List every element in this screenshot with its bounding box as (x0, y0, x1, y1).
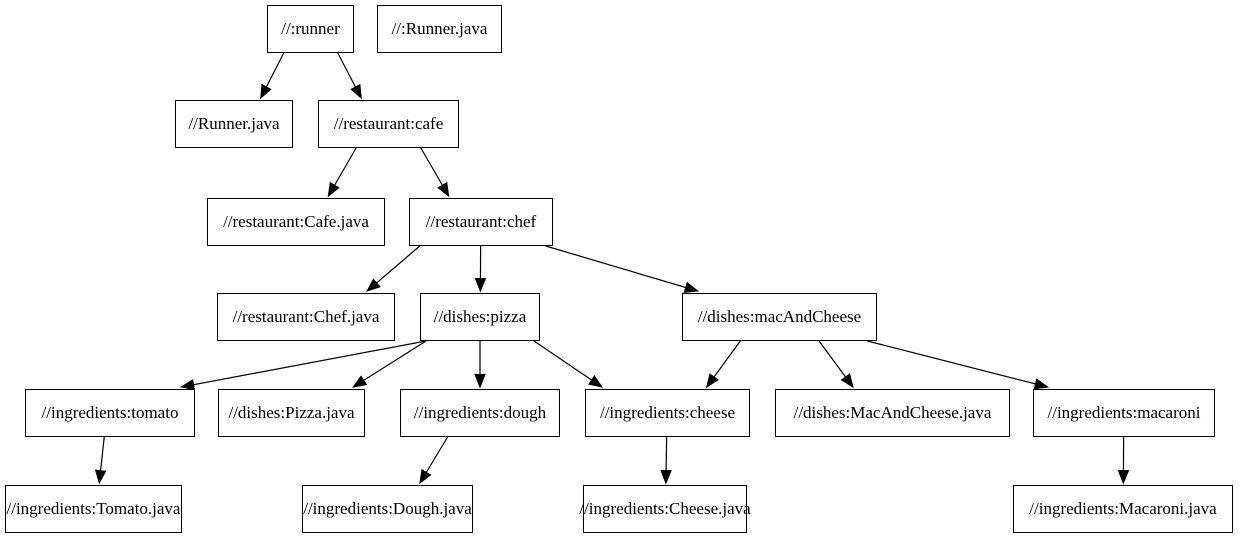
node-dough-java: //ingredients:Dough.java (302, 485, 473, 533)
node-label: //dishes:MacAndCheese.java (793, 403, 992, 422)
node-label: //restaurant:Chef.java (232, 307, 380, 326)
node-label: //dishes:pizza (433, 307, 527, 326)
node-mac-and-cheese: //dishes:macAndCheese (682, 293, 877, 341)
node-label: //ingredients:tomato (41, 403, 179, 422)
node-chef-java: //restaurant:Chef.java (217, 293, 395, 341)
edge-runner-to-runner-java-file (260, 52, 285, 100)
node-cheese: //ingredients:cheese (585, 389, 750, 437)
node-cafe: //restaurant:cafe (318, 100, 459, 148)
node-runner-java-root: //:Runner.java (377, 5, 502, 53)
node-label: //dishes:Pizza.java (228, 403, 355, 422)
edge-dough-to-dough-java (419, 436, 449, 485)
edge-pizza-to-pizza-java (352, 340, 427, 388)
node-label: //ingredients:Cheese.java (579, 499, 751, 518)
node-label: //dishes:macAndCheese (697, 307, 862, 326)
node-pizza: //dishes:pizza (420, 293, 540, 341)
node-label: //ingredients:dough (413, 403, 547, 422)
edge-runner-to-cafe (337, 52, 362, 100)
edge-group (94, 52, 1130, 485)
edge-tomato-to-tomato-java (94, 436, 107, 485)
edge-mac-and-cheese-to-cheese (705, 340, 741, 389)
node-mac-and-cheese-java: //dishes:MacAndCheese.java (775, 389, 1010, 437)
node-label: //ingredients:Macaroni.java (1029, 499, 1217, 518)
node-cheese-java: //ingredients:Cheese.java (579, 485, 751, 533)
edge-pizza-to-tomato (179, 340, 427, 391)
node-label: //restaurant:Cafe.java (223, 212, 369, 231)
edge-chef-to-chef-java (366, 245, 421, 292)
node-label: //ingredients:macaroni (1047, 403, 1201, 422)
edge-cheese-to-cheese-java (660, 436, 672, 485)
node-tomato-java: //ingredients:Tomato.java (5, 485, 182, 533)
node-label: //Runner.java (188, 114, 280, 133)
node-macaroni-java: //ingredients:Macaroni.java (1013, 485, 1233, 533)
edge-mac-and-cheese-to-macaroni (867, 340, 1049, 390)
node-chef: //restaurant:chef (409, 198, 553, 246)
node-label: //restaurant:chef (425, 212, 537, 231)
node-pizza-java: //dishes:Pizza.java (218, 389, 365, 437)
node-runner: //:runner (267, 5, 354, 53)
node-label: //ingredients:Tomato.java (6, 499, 181, 518)
edge-chef-to-mac-and-cheese (545, 245, 699, 293)
edge-pizza-to-cheese (533, 340, 604, 388)
node-label: //ingredients:Dough.java (303, 499, 472, 518)
node-label: //ingredients:cheese (599, 403, 735, 422)
edge-mac-and-cheese-to-mac-and-cheese-java (818, 340, 854, 389)
edge-cafe-to-chef (420, 147, 450, 198)
node-macaroni: //ingredients:macaroni (1033, 389, 1215, 437)
node-label: //:runner (281, 19, 340, 38)
node-runner-java-file: //Runner.java (175, 100, 293, 148)
node-label: //restaurant:cafe (333, 114, 444, 133)
node-tomato: //ingredients:tomato (25, 389, 195, 437)
node-cafe-java: //restaurant:Cafe.java (207, 198, 385, 246)
node-dough: //ingredients:dough (400, 389, 560, 437)
node-label: //:Runner.java (391, 19, 488, 38)
edge-cafe-to-cafe-java (327, 147, 357, 198)
